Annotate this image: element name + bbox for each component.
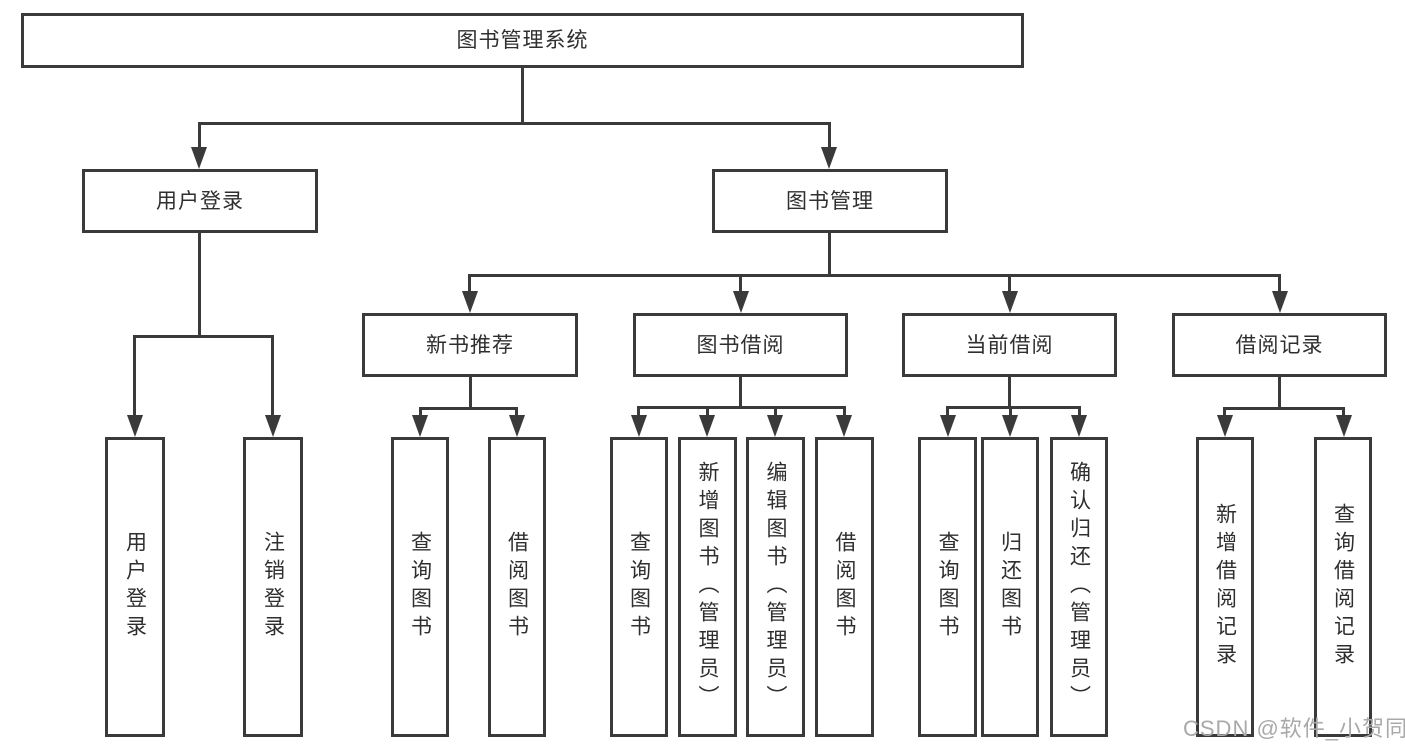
csdn-watermark: CSDN @软件_小贺同学 bbox=[1183, 716, 1405, 741]
connector-leaf-stub bbox=[419, 407, 422, 417]
connector-leaf-stub bbox=[843, 406, 846, 417]
connector-current-borrow-drop bbox=[1008, 377, 1011, 406]
arrow-down-icon bbox=[631, 415, 647, 437]
connector-leaf-stub bbox=[271, 335, 274, 417]
connector-leaf-stub bbox=[1009, 406, 1012, 417]
connector-leaf-stub bbox=[706, 406, 709, 417]
node-leaf-borrow-books-recommend: 借阅图书 bbox=[488, 437, 546, 737]
arrow-down-icon bbox=[940, 415, 956, 437]
node-leaf-confirm-return-admin: 确认归还（管理员） bbox=[1050, 437, 1108, 737]
node-current-borrowing: 当前借阅 bbox=[902, 313, 1117, 377]
node-book-management: 图书管理 bbox=[712, 169, 948, 233]
arrow-down-icon bbox=[1217, 415, 1233, 437]
node-leaf-logout: 注销登录 bbox=[243, 437, 303, 737]
node-leaf-edit-books-admin: 编辑图书（管理员） bbox=[746, 437, 805, 737]
node-leaf-query-books-current: 查询图书 bbox=[918, 437, 977, 737]
arrow-down-icon bbox=[821, 147, 837, 169]
connector-l3-stub bbox=[1008, 274, 1011, 293]
arrow-down-icon bbox=[1002, 415, 1018, 437]
arrow-down-icon bbox=[462, 291, 478, 313]
arrow-down-icon bbox=[1336, 415, 1352, 437]
connector-leaf-stub bbox=[1078, 406, 1081, 417]
connector-l3-stub bbox=[739, 274, 742, 293]
arrow-down-icon bbox=[412, 415, 428, 437]
connector-leaf-stub bbox=[1342, 407, 1345, 417]
connector-leaf-stub bbox=[637, 406, 640, 417]
connector-current-borrow-branch bbox=[946, 406, 1081, 409]
connector-book-borrow-drop bbox=[739, 377, 742, 406]
connector-leaf-stub bbox=[774, 406, 777, 417]
arrow-down-icon bbox=[733, 291, 749, 313]
connector-root-branch bbox=[198, 122, 831, 125]
connector-new-book-drop bbox=[469, 377, 472, 407]
node-leaf-return-books: 归还图书 bbox=[981, 437, 1039, 737]
node-leaf-add-borrow-record: 新增借阅记录 bbox=[1196, 437, 1254, 737]
arrow-down-icon bbox=[127, 415, 143, 437]
node-leaf-query-books-recommend: 查询图书 bbox=[391, 437, 449, 737]
connector-book-mgmt-stub bbox=[828, 122, 831, 149]
node-book-borrowing: 图书借阅 bbox=[633, 313, 848, 377]
node-leaf-user-login: 用户登录 bbox=[105, 437, 165, 737]
node-leaf-add-books-admin: 新增图书（管理员） bbox=[678, 437, 737, 737]
arrow-down-icon bbox=[699, 415, 715, 437]
node-leaf-query-borrow-record: 查询借阅记录 bbox=[1314, 437, 1372, 737]
node-root: 图书管理系统 bbox=[21, 13, 1024, 68]
connector-root-drop bbox=[521, 68, 524, 122]
connector-book-mgmt-drop bbox=[828, 233, 831, 274]
connector-book-borrow-branch bbox=[637, 406, 846, 409]
node-leaf-query-books-borrowing: 查询图书 bbox=[610, 437, 668, 737]
arrow-down-icon bbox=[1272, 291, 1288, 313]
connector-user-login-drop bbox=[198, 233, 201, 335]
connector-new-book-branch bbox=[419, 407, 518, 410]
connector-leaf-stub bbox=[946, 406, 949, 417]
arrow-down-icon bbox=[1002, 291, 1018, 313]
node-leaf-borrow-books: 借阅图书 bbox=[815, 437, 874, 737]
arrow-down-icon bbox=[836, 415, 852, 437]
connector-leaf-stub bbox=[1223, 407, 1226, 417]
arrow-down-icon bbox=[1071, 415, 1087, 437]
node-borrow-records: 借阅记录 bbox=[1172, 313, 1387, 377]
arrow-down-icon bbox=[509, 415, 525, 437]
connector-book-mgmt-branch bbox=[468, 274, 1281, 277]
connector-leaf-stub bbox=[515, 407, 518, 417]
connector-l3-stub bbox=[1278, 274, 1281, 293]
arrow-down-icon bbox=[265, 415, 281, 437]
arrow-down-icon bbox=[767, 415, 783, 437]
connector-borrow-records-drop bbox=[1278, 377, 1281, 407]
connector-leaf-stub bbox=[133, 335, 136, 417]
node-user-login: 用户登录 bbox=[82, 169, 318, 233]
connector-user-login-stub bbox=[198, 122, 201, 149]
connector-user-login-branch bbox=[133, 335, 274, 338]
connector-l3-stub bbox=[468, 274, 471, 293]
node-new-book-recommend: 新书推荐 bbox=[362, 313, 578, 377]
connector-borrow-records-branch bbox=[1223, 407, 1345, 410]
arrow-down-icon bbox=[191, 147, 207, 169]
